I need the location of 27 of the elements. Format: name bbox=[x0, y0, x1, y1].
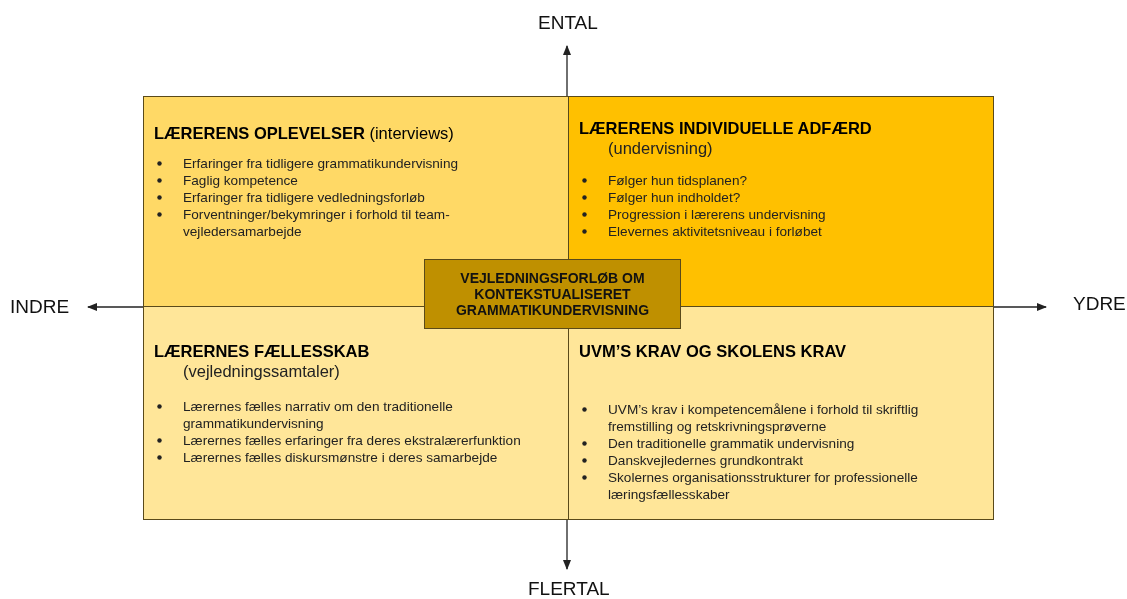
bullet-text: Danskvejledernes grundkontrakt bbox=[608, 453, 803, 468]
center-title: VEJLEDNINGSFORLØB OM KONTEKSTUALISERET GRAMMATIKUNDERVISNING bbox=[454, 270, 651, 318]
bullet-text: UVM’s krav i kompetencemålene i forhold til skriftlig fremstilling og retskrivningsprøverne bbox=[608, 402, 919, 434]
quadrant-heading: LÆRERNES FÆLLESSKAB bbox=[154, 341, 371, 361]
axis-label: INDRE bbox=[10, 296, 70, 318]
bullet-text: Lærernes fælles narrativ om den traditionelle grammatikundervisning bbox=[183, 399, 453, 431]
bullet-text: Lærernes fælles diskursmønstre i deres samarbejde bbox=[183, 450, 498, 465]
bullet-text: Progression i lærerens undervisning bbox=[608, 207, 826, 222]
center-box bbox=[424, 259, 681, 329]
quadrant-heading: UVM’S KRAV OG SKOLENS KRAV bbox=[579, 341, 848, 361]
bullet-text: Følger hun tidsplanen? bbox=[608, 173, 748, 188]
bullet-text: Forventninger/bekymringer i forhold til team-vejledersamarbejde bbox=[183, 207, 450, 239]
bullet-text: Elevernes aktivitetsniveau i forløbet bbox=[608, 224, 822, 239]
bullet-text: Skolernes organisationsstrukturer for professionelle læringsfællesskaber bbox=[608, 470, 918, 502]
bullet-text: Faglig kompetence bbox=[183, 173, 298, 188]
bullet-text: Den traditionelle grammatik undervisning bbox=[608, 436, 855, 451]
bullet-text: Erfaringer fra tidligere vedledningsforløb bbox=[183, 190, 425, 205]
bullet-text: Følger hun indholdet? bbox=[608, 190, 741, 205]
axis-label: FLERTAL bbox=[528, 578, 610, 599]
quadrant-heading: LÆRERENS INDIVIDUELLE ADFÆRD bbox=[579, 118, 873, 138]
quadrant-subheading: (undervisning) bbox=[608, 138, 714, 158]
quadrant-heading: LÆRERENS OPLEVELSER (interviews) bbox=[154, 123, 455, 143]
bullet-text: Lærernes fælles erfaringer fra deres ekstralærerfunktion bbox=[183, 433, 521, 448]
quadrant-subheading: (vejledningssamtaler) bbox=[183, 361, 341, 381]
bullet-text: Erfaringer fra tidligere grammatikundervisning bbox=[183, 156, 458, 171]
axis-label: ENTAL bbox=[538, 12, 598, 34]
axis-label: YDRE bbox=[1073, 293, 1126, 315]
